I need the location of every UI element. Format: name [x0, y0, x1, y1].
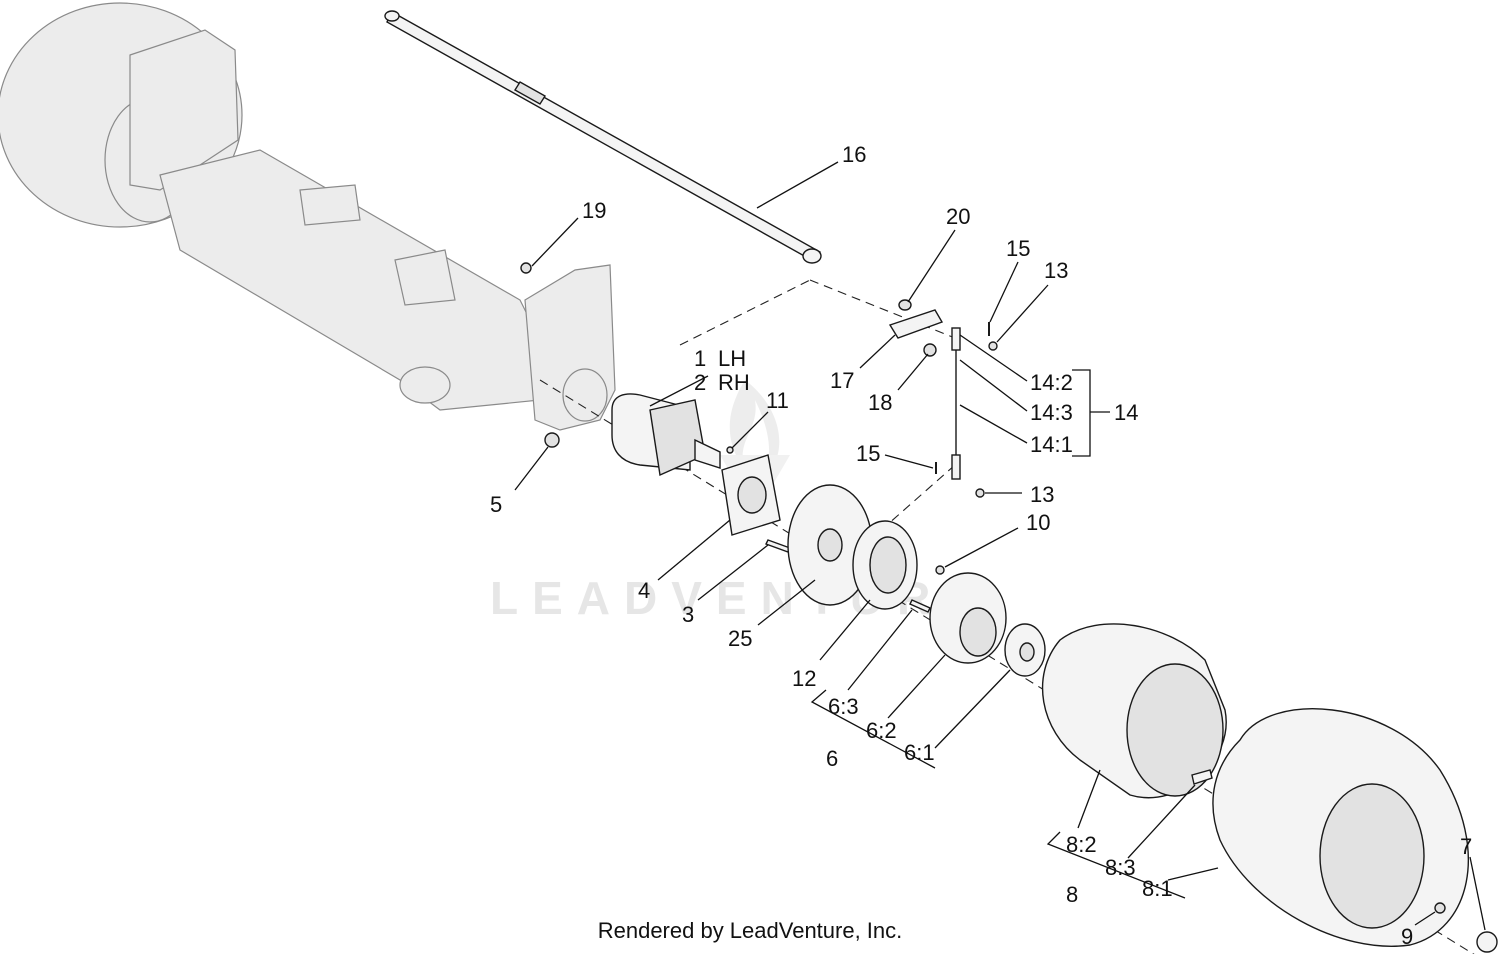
callout-9: 9	[1401, 924, 1413, 949]
part-19-bolt	[520, 262, 532, 274]
callout-brackets	[810, 369, 1186, 899]
callout-1: 1	[694, 346, 706, 371]
ghost-frame-mount	[394, 249, 456, 306]
callout-8-3: 8:3	[1105, 855, 1136, 880]
ghost-frame-eye	[399, 366, 451, 404]
callout-10: 10	[1026, 510, 1050, 535]
part-8-3-valve-stem	[1191, 769, 1213, 785]
part-6-2-drum-bore	[959, 607, 997, 657]
part-17-bellcrank	[888, 309, 944, 339]
part-1-2-wheel-motor	[611, 393, 721, 477]
part-10-bolt	[935, 565, 945, 575]
callout-7: 7	[1460, 834, 1472, 859]
callout-5: 5	[490, 492, 502, 517]
leader-lines	[514, 161, 1486, 931]
ghost-frame-tab	[299, 184, 361, 226]
callout-18: 18	[868, 390, 892, 415]
part-12-brake-inner	[869, 536, 907, 594]
callout-6-2: 6:2	[866, 718, 897, 743]
callout-2-rh: RH	[718, 370, 750, 395]
footer-credit: Rendered by LeadVenture, Inc.	[597, 918, 903, 943]
part-16-brake-rod	[384, 10, 822, 264]
part-13-clevis-pin-lower	[975, 488, 985, 498]
callout-19: 19	[582, 198, 606, 223]
part-13-clevis-pin-upper	[988, 341, 998, 351]
callout-14: 14	[1114, 400, 1138, 425]
callout-1-lh: LH	[718, 346, 746, 371]
callout-labels: 16 19 20 15 13 17 18 14:2 14:3 14:1 14 1…	[490, 142, 1472, 949]
callout-15-lower: 15	[856, 441, 880, 466]
callout-8-1: 8:1	[1142, 876, 1173, 901]
part-3-bolt	[765, 539, 791, 553]
callout-17: 17	[830, 368, 854, 393]
callout-20: 20	[946, 204, 970, 229]
callout-11: 11	[766, 388, 789, 413]
part-8-1-tire	[1212, 708, 1470, 947]
callout-25: 25	[728, 626, 752, 651]
part-6-3-stud	[909, 599, 931, 613]
ghost-left-bracket-plate	[129, 29, 239, 191]
callout-6-1: 6:1	[904, 740, 935, 765]
bracket-6	[810, 689, 936, 769]
ghost-mower-frame	[0, 2, 616, 431]
part-8-2-wheel-rim	[1041, 623, 1227, 799]
callout-13-upper: 13	[1044, 258, 1068, 283]
ghost-bracket-bore	[562, 368, 608, 422]
part-7-lug-nut	[1476, 931, 1498, 953]
part-14-brake-linkage	[951, 327, 961, 480]
callout-14-3: 14:3	[1030, 400, 1073, 425]
part-20-bushing	[898, 299, 912, 311]
callout-6: 6	[826, 746, 838, 771]
callout-6-3: 6:3	[828, 694, 859, 719]
part-5-nut	[544, 432, 560, 448]
callout-4: 4	[638, 578, 650, 603]
part-18-nut	[923, 343, 937, 357]
callout-2: 2	[694, 370, 706, 395]
callout-15-upper: 15	[1006, 236, 1030, 261]
part-25-disc-bore	[817, 528, 843, 562]
callout-8-2: 8:2	[1066, 832, 1097, 857]
callout-14-2: 14:2	[1030, 370, 1073, 395]
callout-14-1: 14:1	[1030, 432, 1073, 457]
callout-16: 16	[842, 142, 866, 167]
callout-12: 12	[792, 666, 816, 691]
part-11-key	[726, 446, 734, 454]
part-4-plate-bore	[737, 476, 767, 514]
bracket-8	[1046, 831, 1186, 899]
part-6-1-hub-bore	[1019, 642, 1035, 662]
callout-13-lower: 13	[1030, 482, 1054, 507]
callout-8: 8	[1066, 882, 1078, 907]
callout-3: 3	[682, 602, 694, 627]
bracket-14	[1072, 369, 1091, 457]
part-9-washer	[1434, 902, 1446, 914]
